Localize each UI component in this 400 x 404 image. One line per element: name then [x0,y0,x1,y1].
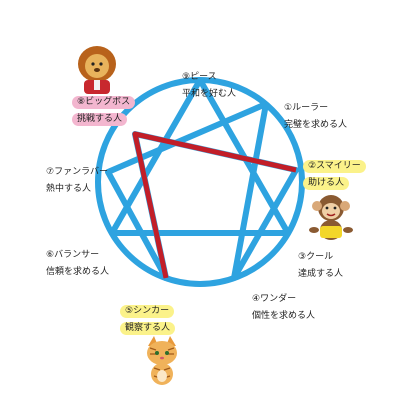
monkey-mascot [309,195,353,240]
type-6-name: ⑥バランサー [46,250,100,260]
type-6-label: ⑥バランサー 信頼を求める人 [46,249,109,279]
type-7-label: ⑦ファンラバー 熱中する人 [46,166,108,196]
type-8-label: ⑧ビッグボス 挑戦する人 [72,96,136,126]
type-7-desc: 熱中する人 [46,184,92,194]
type-2-name: ②スマイリー [303,160,366,173]
type-8-name: ⑧ビッグボス [72,96,136,109]
lion-mascot [78,46,116,94]
type-4-desc: 個性を求める人 [252,311,316,321]
type-1-name: ①ルーラー [284,103,329,113]
type-5-desc: 観察する人 [120,322,176,335]
type-4-name: ④ワンダー [252,294,297,304]
type-4-label: ④ワンダー 個性を求める人 [252,293,315,323]
type-5-label: ⑤シンカー 観察する人 [120,305,176,335]
type-3-desc: 達成する人 [298,269,344,279]
highlight-path [132,131,297,279]
cat-mascot [147,336,177,385]
type-9-label: ⑨ピース 平和を好む人 [182,71,236,101]
type-2-label: ②スマイリー 助ける人 [303,160,366,190]
type-1-label: ①ルーラー 完璧を求める人 [284,102,347,132]
type-7-name: ⑦ファンラバー [46,167,108,177]
type-2-desc: 助ける人 [303,177,350,190]
type-6-desc: 信頼を求める人 [46,267,110,277]
type-1-desc: 完璧を求める人 [284,120,348,130]
type-9-desc: 平和を好む人 [182,89,237,99]
type-9-name: ⑨ピース [182,72,217,82]
type-8-desc: 挑戦する人 [72,113,128,126]
type-5-name: ⑤シンカー [120,305,175,318]
type-3-name: ③クール [298,252,334,262]
type-3-label: ③クール 達成する人 [298,251,343,281]
